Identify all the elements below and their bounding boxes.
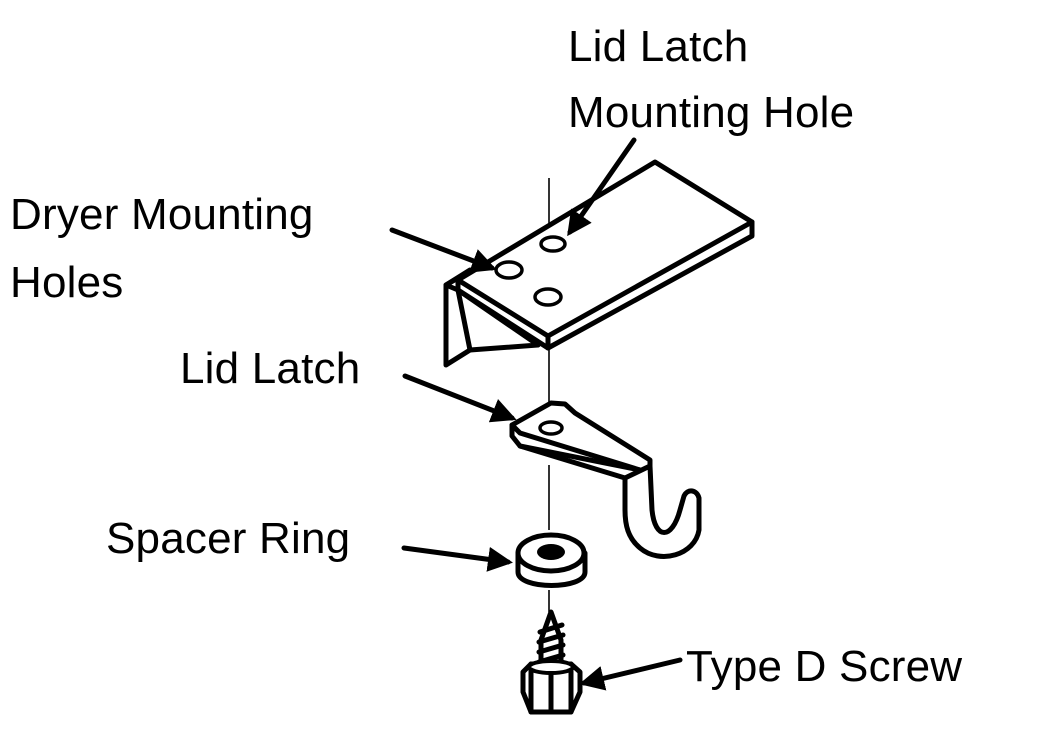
lid-latch-part: [509, 400, 702, 559]
label-type-d-screw: Type D Screw: [686, 642, 963, 691]
dryer-mounting-hole-1: [494, 260, 524, 280]
arrow-lid-latch: [402, 373, 517, 423]
leader-arrows: [389, 137, 683, 691]
arrow-type-d-screw: [579, 657, 683, 691]
label-spacer-ring: Spacer Ring: [106, 514, 351, 563]
label-lid-latch: Lid Latch: [180, 344, 361, 393]
mounting-bracket: [443, 159, 755, 368]
type-d-screw-part: [520, 609, 583, 715]
arrow-spacer-ring: [401, 545, 513, 572]
arrow-lid-latch-mounting-hole: [567, 137, 637, 237]
spacer-ring-part: [515, 532, 588, 588]
label-lid-latch-mounting-hole-line2: Mounting Hole: [568, 88, 855, 137]
arrow-dryer-mounting-holes: [389, 227, 497, 273]
label-lid-latch-mounting-hole-line1: Lid Latch: [568, 22, 749, 71]
lid-latch-mounting-hole: [539, 235, 567, 253]
label-dryer-mounting-holes-line1: Dryer Mounting: [10, 190, 314, 239]
label-dryer-mounting-holes-line2: Holes: [10, 258, 124, 307]
dryer-mounting-hole-2: [533, 287, 563, 307]
